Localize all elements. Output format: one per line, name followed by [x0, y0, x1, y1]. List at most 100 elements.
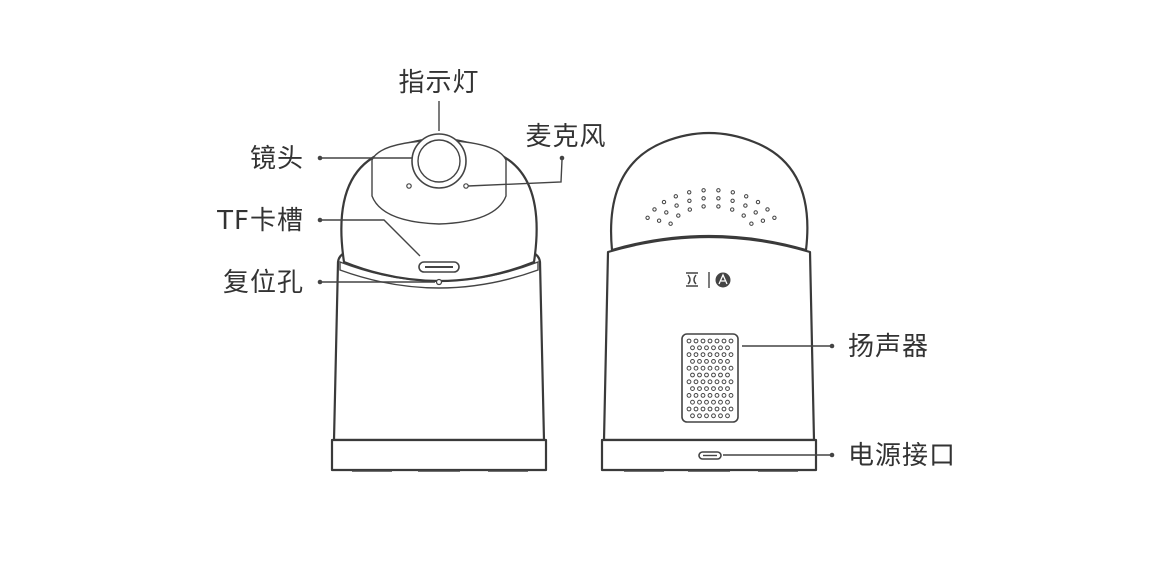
speaker-hole-icon [700, 365, 706, 371]
speaker-hole-icon [728, 393, 734, 398]
mic-hole-icon [701, 196, 706, 201]
label-power-port: 电源接口 [848, 441, 956, 471]
speaker-hole-icon [725, 359, 730, 364]
speaker-hole-icon [711, 413, 716, 419]
mic-hole-icon [701, 188, 706, 193]
back-dome [610, 131, 809, 252]
mic-hole-icon [668, 221, 673, 226]
mic-hole-icon [760, 218, 766, 223]
speaker-hole-icon [686, 379, 692, 385]
mic-hole-icon [741, 213, 746, 218]
speaker-hole-icon [686, 338, 692, 344]
front-base [330, 438, 548, 472]
speaker-hole-icon [714, 365, 720, 371]
speaker-hole-icon [725, 413, 730, 419]
speaker-hole-icon [728, 338, 734, 344]
speaker-hole-icon [697, 345, 702, 351]
callout-lines [317, 101, 835, 458]
speaker-hole-icon [693, 379, 699, 385]
speaker-hole-icon [711, 359, 716, 364]
speaker-hole-icon [693, 338, 699, 344]
reset-hole-icon [435, 278, 443, 286]
speaker-hole-icon [686, 393, 692, 398]
mic-hole-icon [749, 221, 754, 226]
mic-hole-icon [656, 218, 662, 223]
speaker-hole-icon [693, 365, 699, 371]
mic-hole-icon [772, 215, 777, 221]
speaker-hole-icon [690, 413, 695, 419]
mic-hole-icon [645, 215, 650, 221]
speaker-hole-icon [711, 399, 716, 405]
mic-hole-icon [753, 210, 758, 215]
speaker-hole-icon [707, 352, 713, 358]
speaker-hole-icon [728, 406, 734, 412]
mic-hole-icon [664, 210, 669, 215]
speaker-hole-icon [700, 406, 706, 412]
speaker-hole-icon [690, 372, 695, 378]
label-indicator-light: 指示灯 [398, 68, 479, 98]
speaker-hole-icon [725, 399, 730, 405]
label-reset-hole: 复位孔 [223, 268, 304, 298]
speaker-hole-icon [728, 352, 734, 358]
speaker-hole-icon [714, 379, 720, 385]
mic-hole-icon [716, 204, 721, 209]
mic-hole-icon [687, 198, 692, 204]
speaker-hole-icon [718, 372, 723, 378]
mic-hole-icon [652, 207, 657, 212]
speaker-hole-icon [721, 338, 727, 344]
speaker-hole-icon [725, 345, 730, 351]
mic-hole-icon [755, 199, 761, 205]
label-microphone: 麦克风 [525, 122, 606, 152]
speaker-hole-icon [718, 399, 723, 405]
speaker-hole-icon [697, 399, 702, 405]
mic-hole-icon [730, 198, 735, 204]
speaker-hole-icon [714, 352, 720, 358]
back-mic-holes [645, 188, 777, 226]
mic-hole-icon [463, 183, 469, 189]
speaker-hole-icon [704, 413, 709, 419]
mic-hole-icon [676, 213, 681, 218]
speaker-hole-icon [704, 386, 709, 392]
mic-hole-icon [406, 183, 412, 189]
label-speaker: 扬声器 [848, 332, 929, 362]
mic-hole-icon [730, 207, 735, 212]
speaker-hole-icon [686, 352, 692, 358]
speaker-hole-icon [690, 386, 695, 392]
mic-hole-icon [730, 190, 735, 195]
speaker-hole-icon [718, 359, 723, 364]
speaker-hole-icon [725, 372, 730, 378]
brand-badge-icon [715, 272, 731, 288]
speaker-hole-icon [721, 379, 727, 385]
mic-hole-icon [687, 207, 692, 212]
speaker-hole-icon [721, 393, 727, 398]
speaker-hole-icon [704, 399, 709, 405]
back-camera [600, 131, 818, 472]
speaker-hole-icon [697, 372, 702, 378]
speaker-hole-icon [721, 406, 727, 412]
speaker-hole-icon [721, 365, 727, 371]
speaker-hole-icon [728, 365, 734, 371]
speaker-hole-icon [693, 393, 699, 398]
speaker-hole-icon [718, 386, 723, 392]
label-tf-slot: TF卡槽 [216, 206, 304, 236]
speaker-hole-icon [718, 345, 723, 351]
front-camera [330, 133, 548, 472]
speaker-hole-icon [714, 393, 720, 398]
speaker-hole-icon [693, 352, 699, 358]
mic-hole-icon [765, 207, 770, 212]
speaker-hole-icon [707, 365, 713, 371]
mic-hole-icon [674, 203, 679, 208]
label-lens: 镜头 [250, 144, 304, 174]
mic-hole-icon [661, 199, 667, 205]
speaker-hole-icon [700, 338, 706, 344]
speaker-hole-icon [711, 372, 716, 378]
speaker-hole-icon [693, 406, 699, 412]
speaker-hole-icon [686, 365, 692, 371]
speaker-hole-icon [704, 359, 709, 364]
mic-hole-icon [716, 196, 721, 201]
speaker-hole-icon [714, 338, 720, 344]
speaker-hole-icon [725, 386, 730, 392]
speaker-hole-icon [711, 386, 716, 392]
mic-hole-icon [673, 194, 678, 199]
